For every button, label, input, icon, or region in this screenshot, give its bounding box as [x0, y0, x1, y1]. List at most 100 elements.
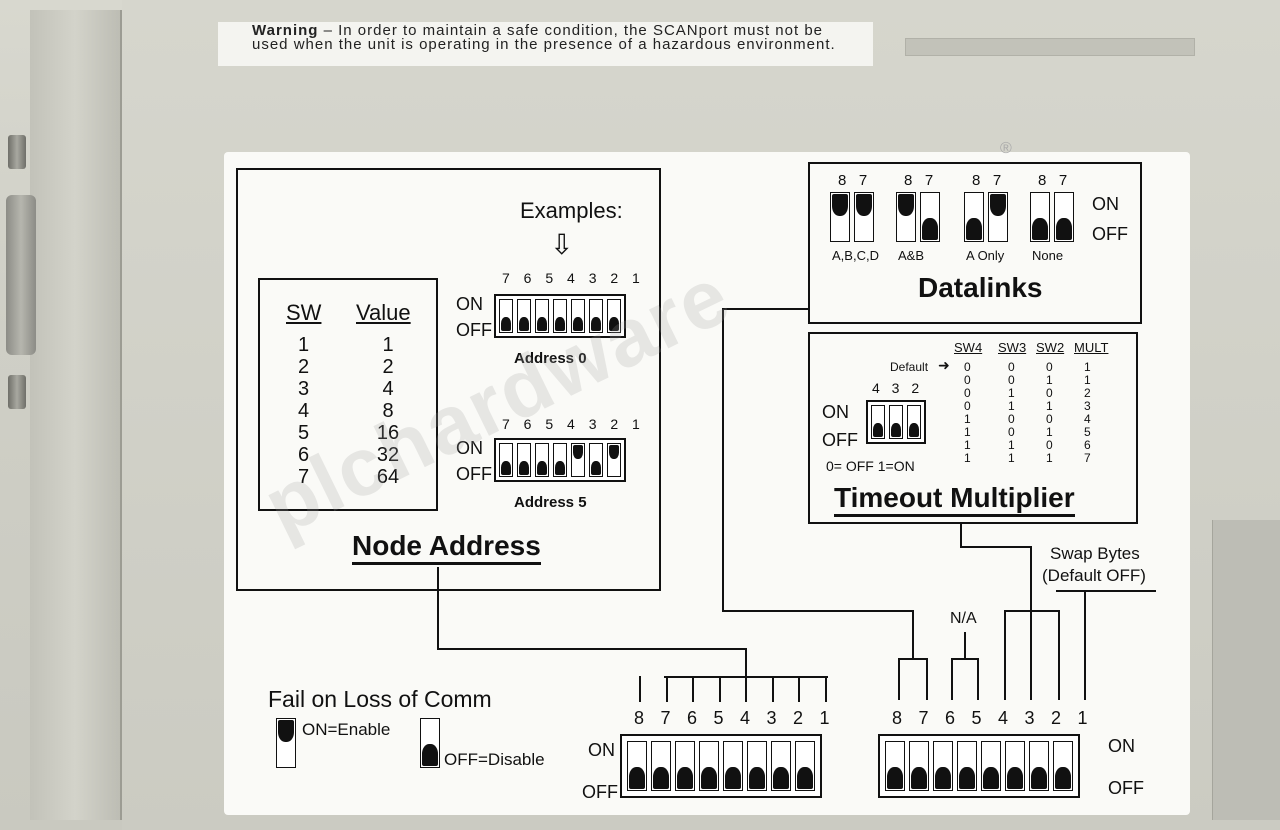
example2-switch: [571, 443, 585, 477]
example1-off: OFF: [456, 320, 492, 340]
connector-screw-bottom: [8, 375, 26, 409]
bottom-right-number: 3: [1024, 708, 1035, 728]
table-cell-sw: 7: [298, 466, 310, 488]
warning-sticker: Warning – In order to maintain a safe co…: [218, 22, 873, 66]
timeout-header: SW2: [1036, 340, 1065, 355]
col-sw-header: SW: [286, 300, 322, 325]
timeout-cell: 6: [1084, 438, 1091, 452]
wire: [665, 676, 668, 702]
bottom-right-switch: [981, 741, 1001, 791]
table-cell-value: 2: [382, 356, 394, 378]
timeout-cell: 1: [964, 451, 971, 465]
bottom-left-number: 8: [634, 708, 645, 728]
table-cell-sw: 5: [298, 422, 310, 444]
swap-bytes-line2: (Default OFF): [1042, 566, 1146, 585]
timeout-cell: 1: [1008, 451, 1015, 465]
bottom-left-switch: [723, 741, 743, 791]
na-label: N/A: [950, 610, 977, 627]
datalinks-switch: [964, 192, 984, 242]
node-address-title: Node Address: [352, 530, 541, 565]
bottom-left-switch-knob: [725, 767, 741, 789]
bottom-right-switch-knob: [983, 767, 999, 789]
timeout-cell: 0: [1046, 386, 1053, 400]
timeout-numbers: 4 3 2: [872, 380, 924, 396]
bottom-right-switch: [957, 741, 977, 791]
warning-text: – In order to maintain a safe condition,…: [252, 22, 836, 53]
example2-switch-knob: [537, 460, 547, 475]
example1-switch-knob: [537, 316, 547, 331]
datalinks-numbers: 8 7: [838, 172, 868, 189]
timeout-cell: 0: [1008, 425, 1015, 439]
example1-switch: [589, 299, 603, 333]
timeout-cell: 1: [1046, 373, 1053, 387]
timeout-cell: 1: [964, 425, 971, 439]
bottom-left-switch-knob: [749, 767, 765, 789]
bottom-left-on: ON: [588, 740, 615, 760]
timeout-cell: 1: [964, 412, 971, 426]
bottom-right-switch-knob: [1031, 767, 1047, 789]
table-cell-value: 16: [376, 422, 400, 444]
bottom-left-switch: [699, 741, 719, 791]
bottom-left-switch: [627, 741, 647, 791]
right-edge: [1212, 520, 1280, 820]
datalinks-numbers: 8 7: [972, 172, 1002, 189]
example1-switch: [553, 299, 567, 333]
fail-comm-off-switch: [420, 718, 440, 768]
datalinks-switch: [1054, 192, 1074, 242]
wire: [798, 676, 800, 702]
datalinks-switch-knob: [1056, 218, 1072, 240]
wire: [771, 676, 774, 702]
bottom-left-switch-knob: [701, 767, 717, 789]
datalinks-option-label: A&B: [898, 248, 925, 263]
example2-on: ON: [456, 438, 483, 458]
example1-switch: [517, 299, 531, 333]
timeout-dip: [866, 400, 926, 444]
bottom-right-on: ON: [1108, 736, 1135, 756]
datalinks-dip: [896, 192, 940, 242]
example2-switch: [589, 443, 603, 477]
timeout-cell: 1: [1008, 386, 1015, 400]
bottom-right-number: 2: [1051, 708, 1062, 728]
bottom-right-number: 1: [1077, 708, 1088, 728]
table-cell-value: 1: [382, 334, 394, 356]
timeout-cell: 7: [1084, 451, 1091, 465]
datalinks-switch-knob: [922, 218, 938, 240]
datalinks-off: OFF: [1092, 224, 1128, 244]
example1-switch-knob: [555, 316, 565, 331]
timeout-switch-knob: [909, 422, 919, 437]
example1-switch-knob: [519, 316, 529, 331]
wire: [639, 676, 641, 702]
timeout-cell: 1: [1046, 425, 1053, 439]
example1-numbers: 7 6 5 4 3 2 1: [502, 270, 645, 286]
timeout-header: SW3: [998, 340, 1027, 355]
wire: [692, 676, 694, 702]
bottom-left-number: 4: [740, 708, 751, 728]
timeout-cell: 0: [1046, 412, 1053, 426]
table-cell-sw: 3: [298, 378, 310, 400]
timeout-switch-knob: [873, 422, 883, 437]
timeout-switch-knob: [891, 422, 901, 437]
bottom-right-switch-knob: [887, 767, 903, 789]
example2-switch-knob: [573, 445, 583, 460]
example2-switch: [607, 443, 621, 477]
example1-dip: [494, 294, 626, 338]
scanport-connector: [6, 195, 36, 355]
bottom-left-number: 2: [793, 708, 804, 728]
timeout-header: MULT: [1074, 340, 1109, 355]
fail-comm-off-label: OFF=Disable: [444, 750, 545, 769]
bottom-right-dip: [878, 734, 1080, 798]
table-cell-sw: 4: [298, 400, 310, 422]
bottom-right-switch: [885, 741, 905, 791]
bottom-left-number: 7: [660, 708, 671, 728]
bottom-left-switch: [747, 741, 767, 791]
timeout-cell: 1: [1008, 399, 1015, 413]
timeout-on: ON: [822, 402, 849, 422]
timeout-cell: 0: [964, 373, 971, 387]
fail-comm-on-label: ON=Enable: [302, 720, 391, 739]
bottom-left-switch: [675, 741, 695, 791]
bottom-right-switch-knob: [935, 767, 951, 789]
